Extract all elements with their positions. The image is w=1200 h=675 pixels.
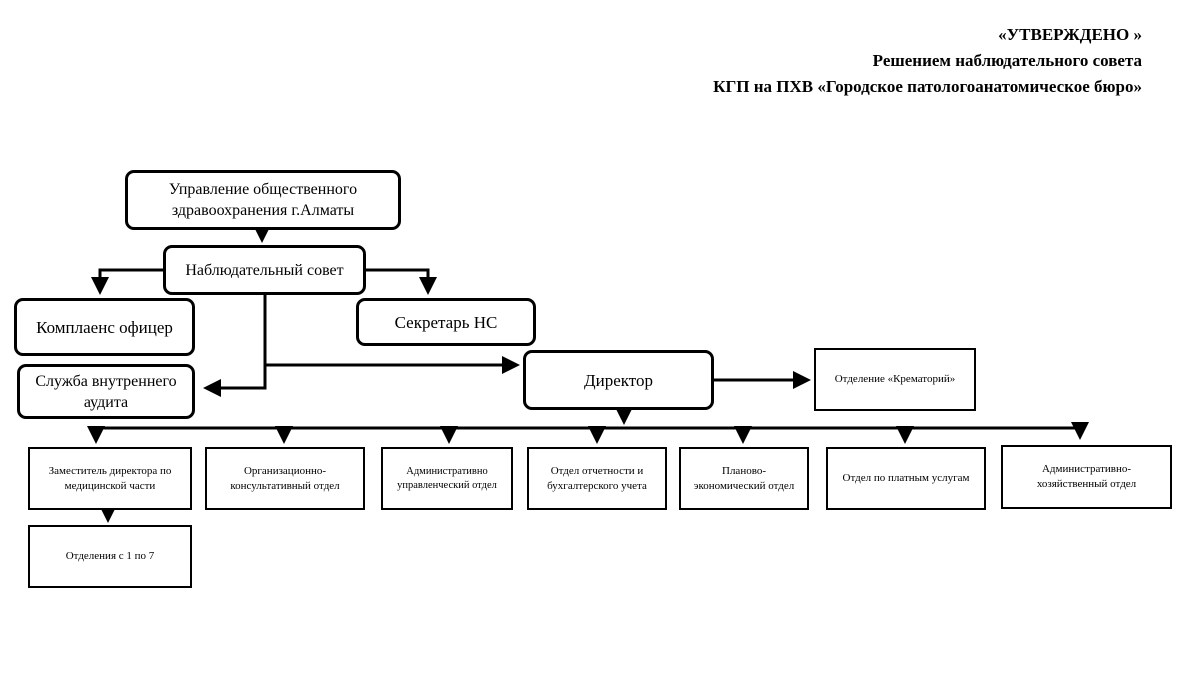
node-supervisory-board: Наблюдательный совет <box>163 245 366 295</box>
node-paid-services: Отдел по платным услугам <box>826 447 986 510</box>
node-internal-audit: Служба внутреннего аудита <box>17 364 195 419</box>
node-compliance-officer: Комплаенс офицер <box>14 298 195 356</box>
node-admin-management: Административно управленческий отдел <box>381 447 513 510</box>
node-org-consult: Организационно-консультативный отдел <box>205 447 365 510</box>
node-departments-1-7: Отделения с 1 по 7 <box>28 525 192 588</box>
connector-board-secretary <box>366 268 437 295</box>
node-board-secretary: Секретарь НС <box>356 298 536 346</box>
approval-title: «УТВЕРЖДЕНО » <box>998 25 1142 44</box>
organization-name: КГП на ПХВ «Городское патологоанатомичес… <box>713 77 1142 96</box>
node-health-authority: Управление общественного здравоохранения… <box>125 170 401 230</box>
connector-board-audit <box>203 295 267 397</box>
node-deputy-medical: Заместитель директора по медицинской час… <box>28 447 192 510</box>
node-crematorium: Отделение «Крематорий» <box>814 348 976 411</box>
node-accounting: Отдел отчетности и бухгалтерского учета <box>527 447 667 510</box>
approval-subtitle: Решением наблюдательного совета <box>872 51 1142 70</box>
connector-board-compliance <box>91 268 163 295</box>
node-admin-economic: Административно-хозяйственный отдел <box>1001 445 1172 509</box>
node-director: Директор <box>523 350 714 410</box>
node-planning-economic: Планово-экономический отдел <box>679 447 809 510</box>
approval-header: «УТВЕРЖДЕНО » Решением наблюдательного с… <box>713 22 1142 100</box>
